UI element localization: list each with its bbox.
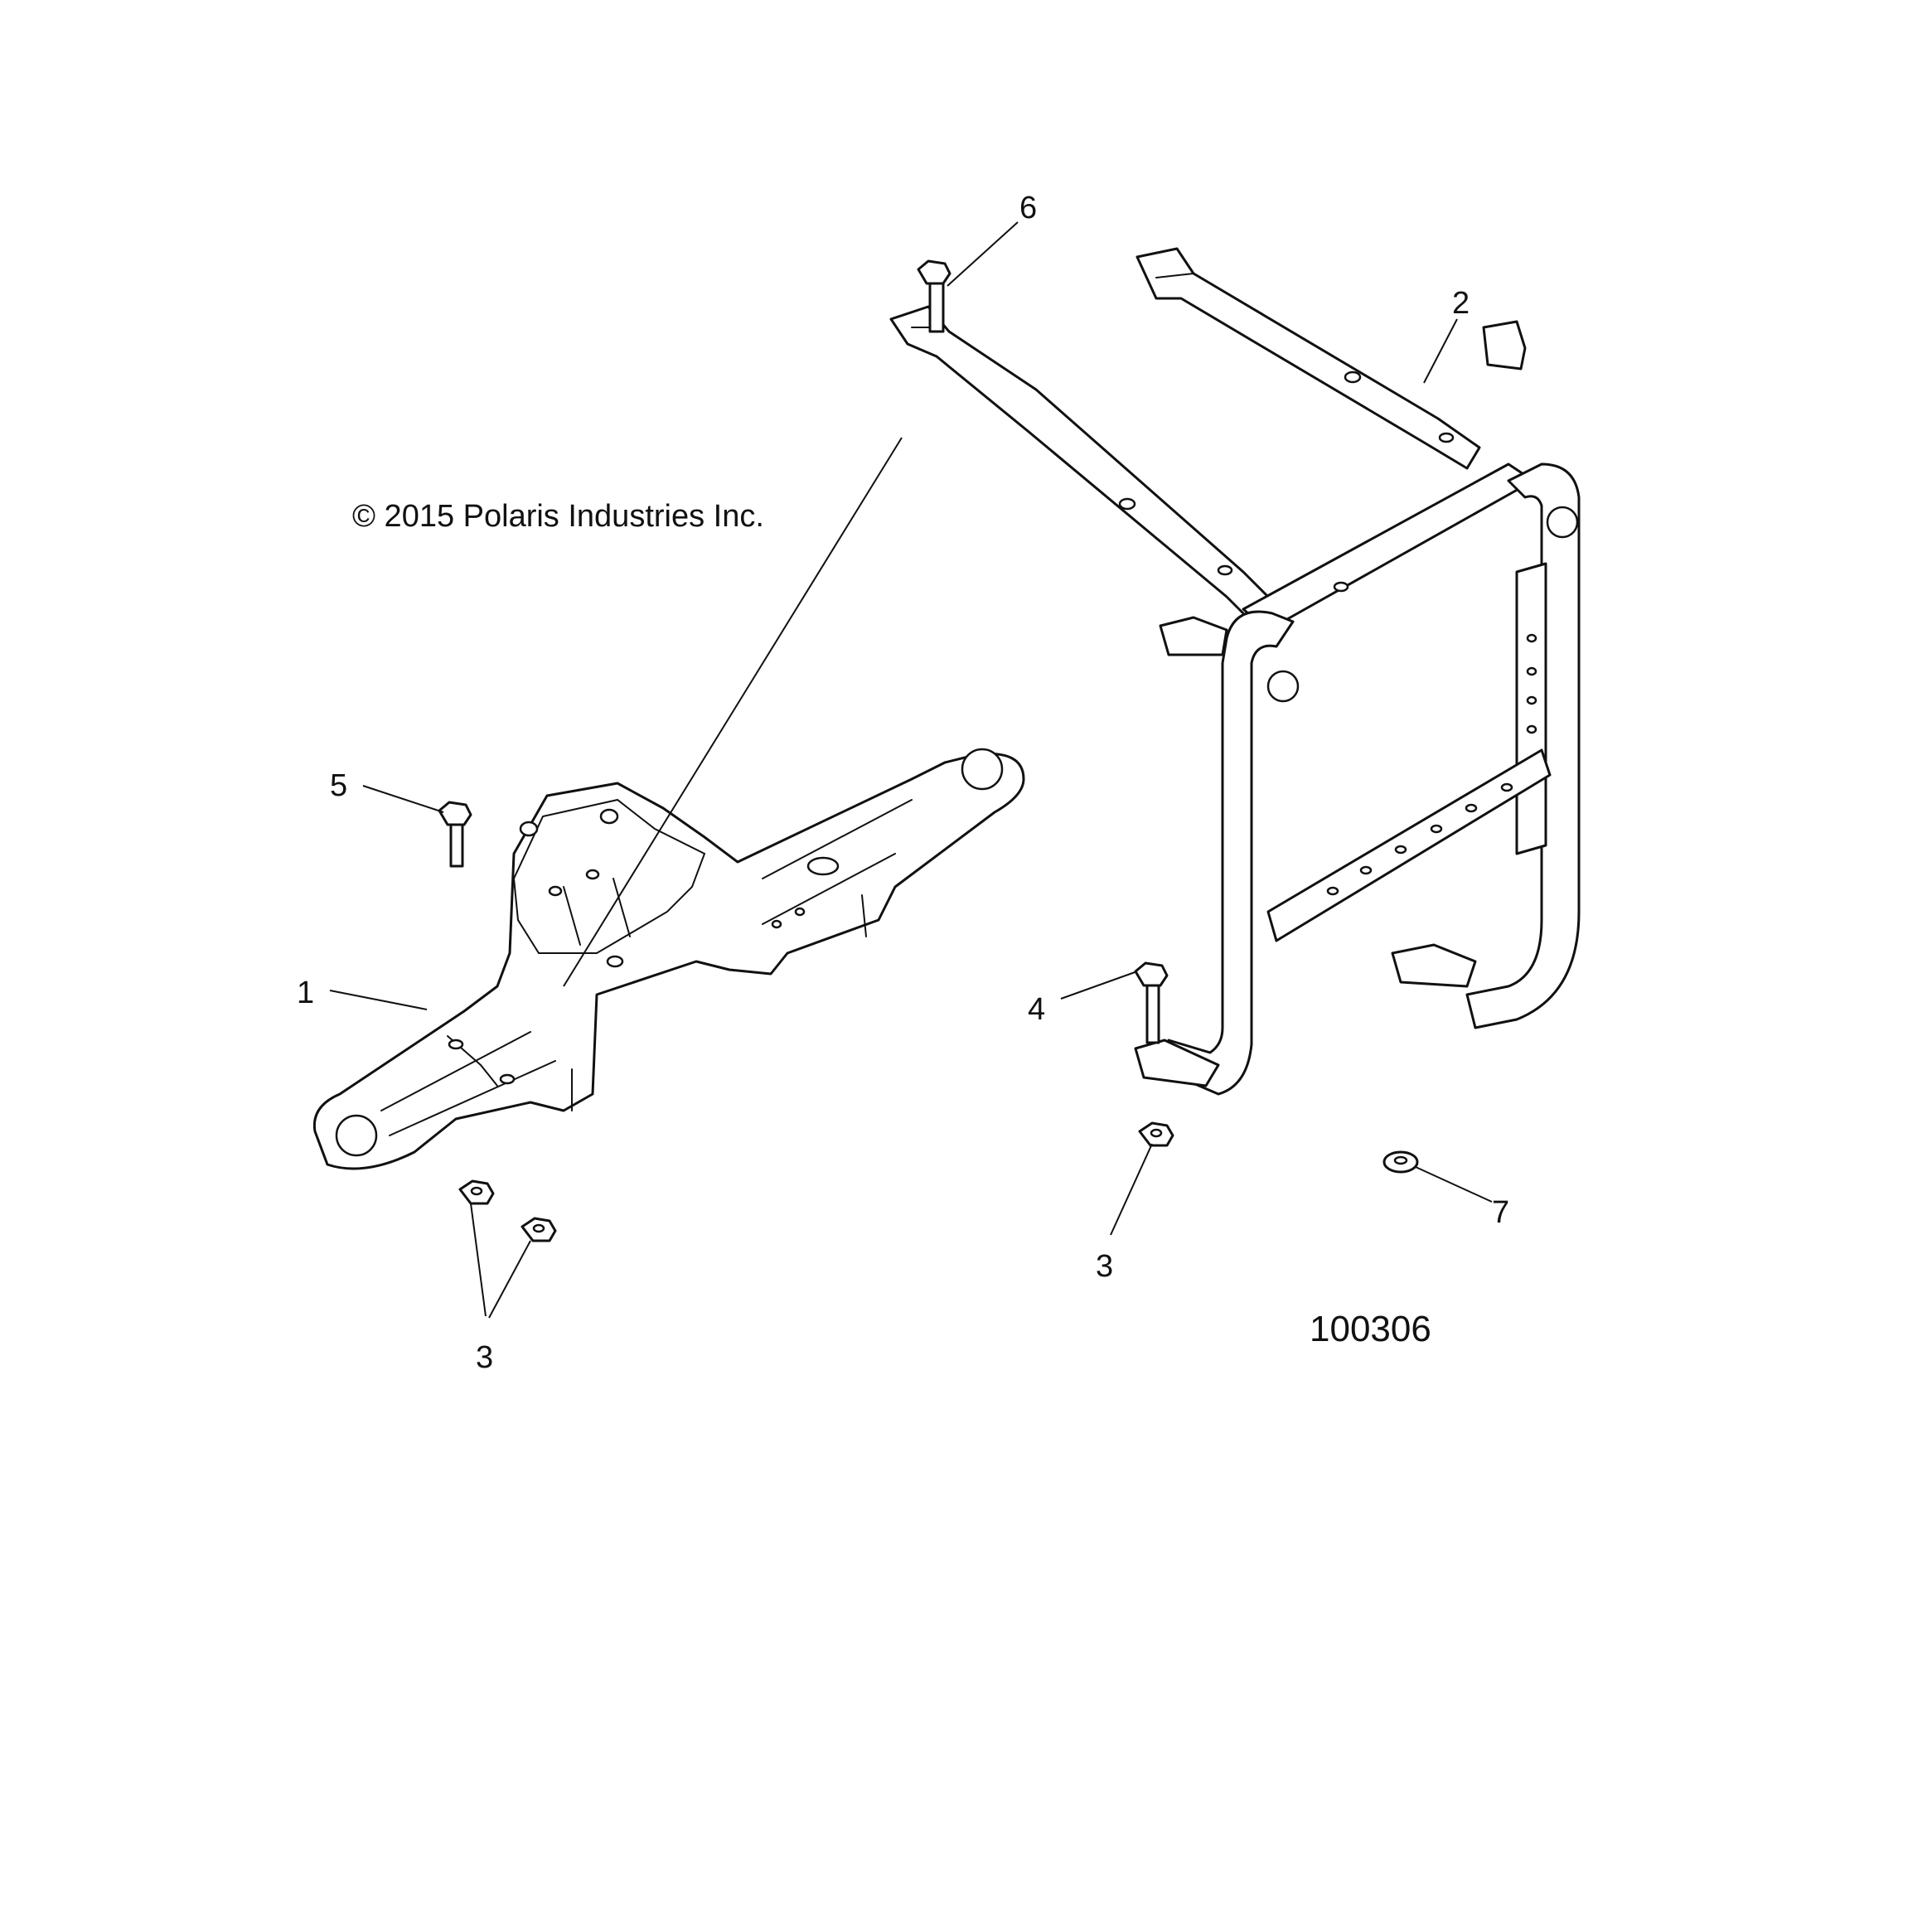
callout-5: 5 xyxy=(330,768,347,803)
callout-7: 7 xyxy=(1492,1195,1509,1230)
nut-part-3-b xyxy=(521,1217,557,1242)
callout-2: 2 xyxy=(1452,286,1470,321)
tube-frame-part-2 xyxy=(889,247,1581,1096)
figure-number: 100306 xyxy=(1310,1309,1431,1349)
leader-lines xyxy=(329,221,1493,1319)
callout-6: 6 xyxy=(1019,191,1037,225)
bolt-part-5 xyxy=(438,801,472,868)
cast-bracket-part-1 xyxy=(312,748,1025,1170)
callout-4: 4 xyxy=(1028,992,1045,1027)
callout-1: 1 xyxy=(297,976,314,1010)
nut-part-3-c xyxy=(1138,1121,1174,1147)
callout-3-left: 3 xyxy=(476,1340,493,1375)
callout-3-right: 3 xyxy=(1096,1249,1113,1284)
bolt-part-6 xyxy=(917,259,951,333)
copyright-text: © 2015 Polaris Industries Inc. xyxy=(352,499,764,534)
washer-part-7 xyxy=(1382,1150,1419,1174)
bolt-part-4 xyxy=(1134,961,1169,1044)
nut-part-3-a xyxy=(458,1179,495,1205)
